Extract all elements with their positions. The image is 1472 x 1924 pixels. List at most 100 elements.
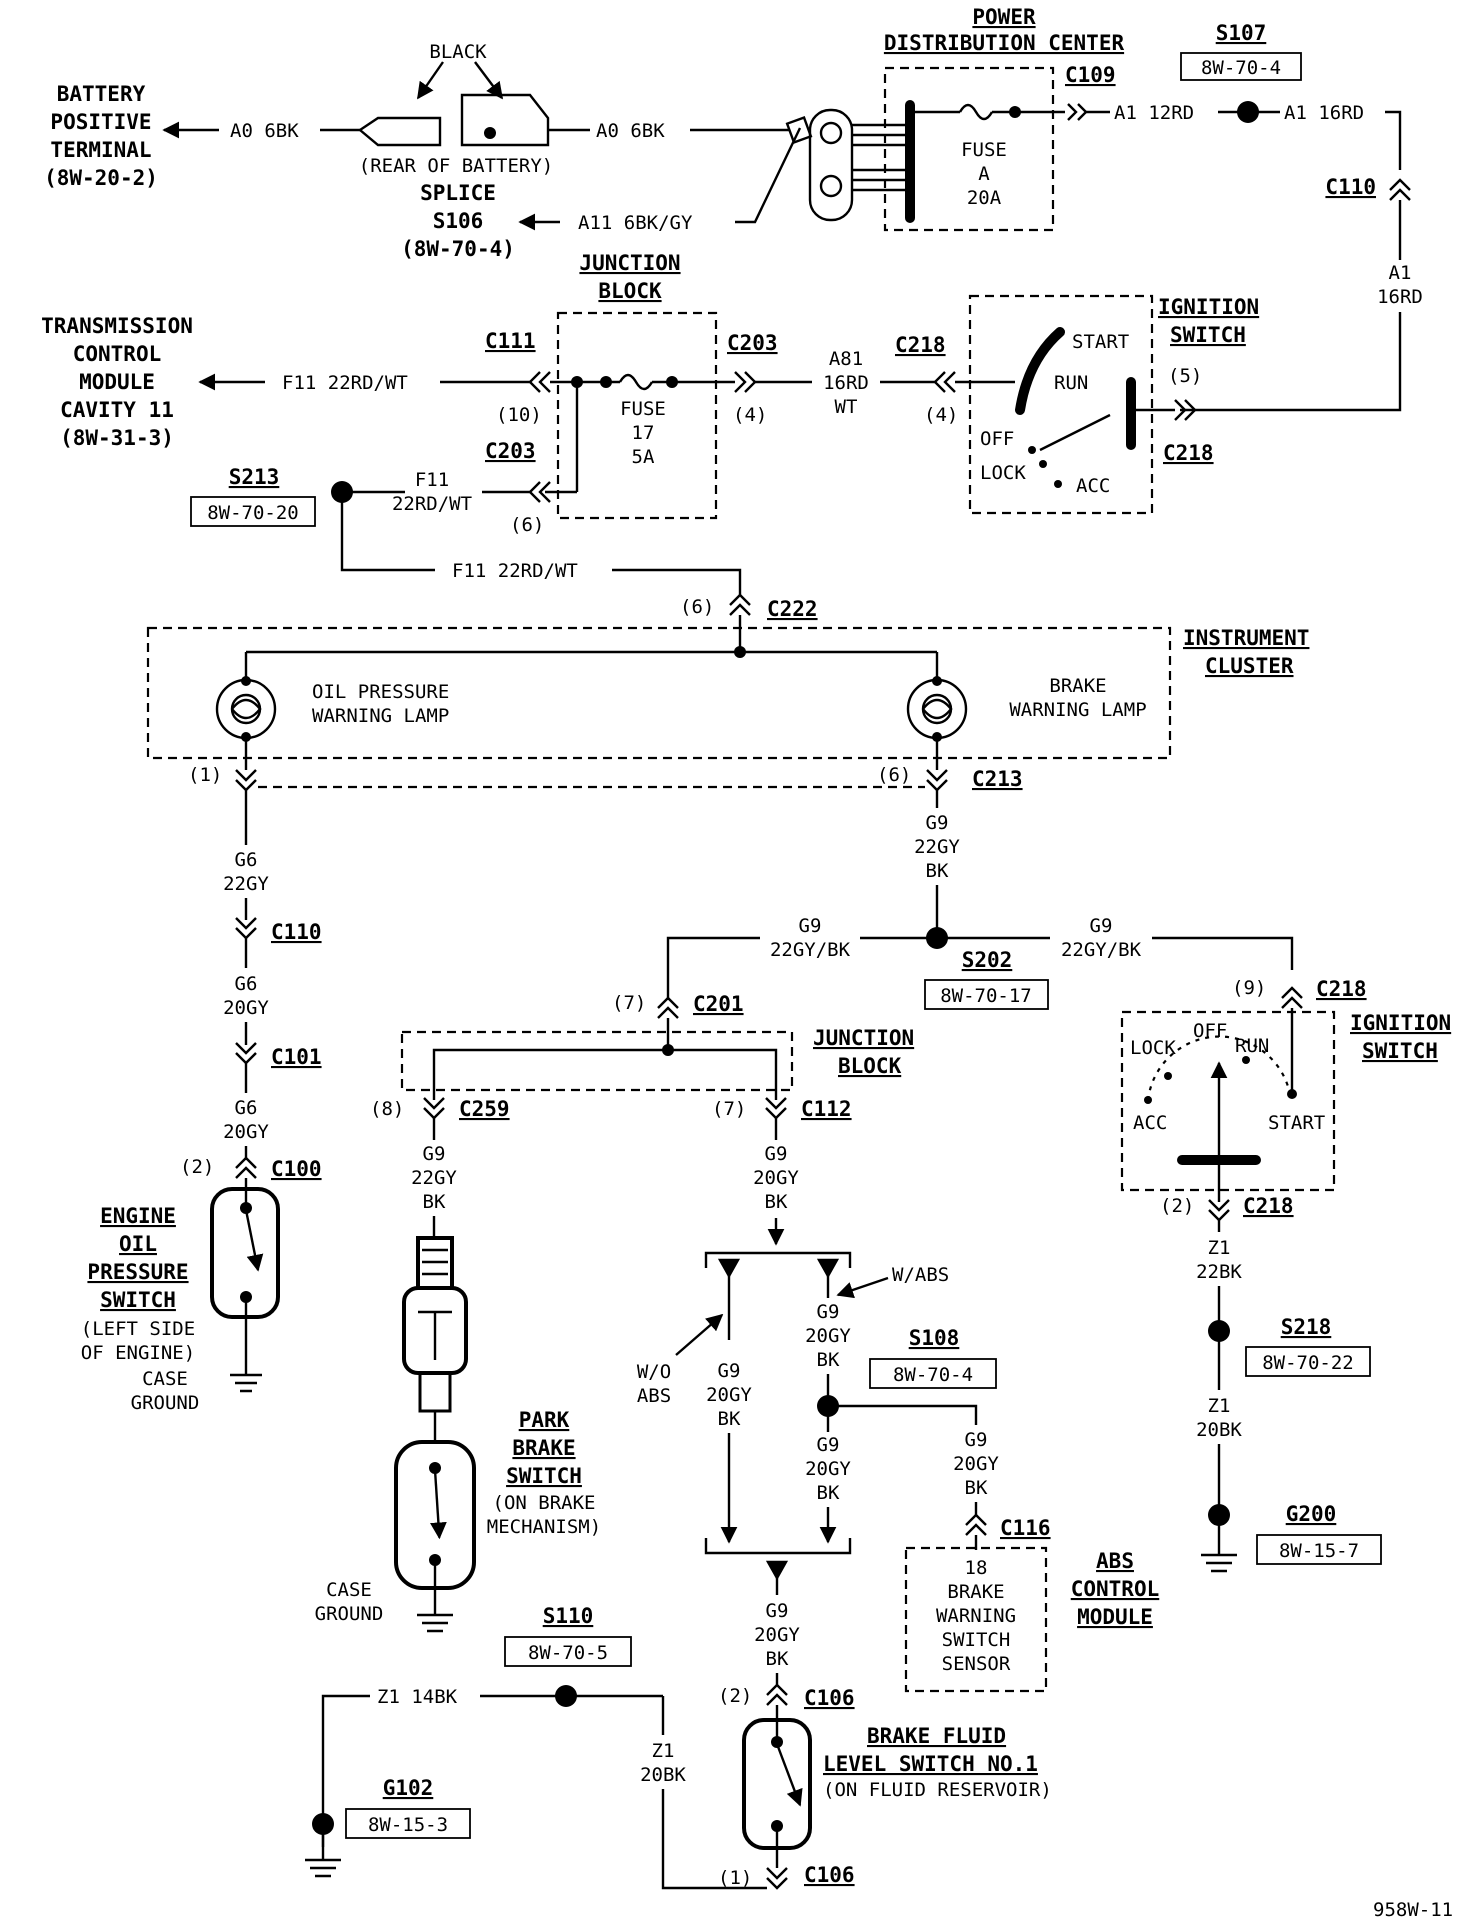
c110-oil-label: C110 <box>271 920 322 944</box>
cluster-label-1: INSTRUMENT <box>1183 626 1309 650</box>
wire-a11: A11 6BK/GY <box>578 212 693 234</box>
park-wire-1: G9 <box>423 1143 446 1165</box>
s108-ref: 8W-70-4 <box>893 1364 973 1386</box>
wo-abs-wire-1: G9 <box>718 1360 741 1382</box>
c203-right-label: C203 <box>727 331 778 355</box>
a81-wire-3: WT <box>835 396 858 418</box>
park-label-4: (ON BRAKE <box>493 1492 596 1514</box>
c100-pin: (2) <box>180 1156 214 1178</box>
wire-a0-left: A0 6BK <box>230 120 299 142</box>
c222-pin: (6) <box>680 596 714 618</box>
s110-wire-3: 20BK <box>640 1764 686 1786</box>
oil-wire-5: G6 <box>235 1097 258 1119</box>
abs-pin-label-4: SWITCH <box>942 1629 1011 1651</box>
battery-label-4: (8W-20-2) <box>44 166 158 190</box>
s110-wire-1: Z1 14BK <box>377 1686 458 1708</box>
black-label: BLACK <box>429 41 487 63</box>
g102-name: G102 <box>383 1776 434 1800</box>
g102-ref: 8W-15-3 <box>368 1814 448 1836</box>
s202-ref: 8W-70-17 <box>940 985 1032 1007</box>
s107-name: S107 <box>1216 21 1267 45</box>
c218-top-label: C218 <box>1316 977 1367 1001</box>
oil-switch-label-4: SWITCH <box>100 1288 176 1312</box>
g9-left-wire-2: 22GY/BK <box>770 939 851 961</box>
c259-pin: (8) <box>370 1098 404 1120</box>
s202-name: S202 <box>962 948 1013 972</box>
tcm-label-2: CONTROL <box>73 342 162 366</box>
power-distribution-center: POWER DISTRIBUTION CENTER FUSE A 20A C10… <box>785 5 1124 232</box>
oil-switch-label-6: OF ENGINE) <box>81 1342 195 1364</box>
abs-opt-wire-1: G9 <box>765 1143 788 1165</box>
c109-label: C109 <box>1065 63 1116 87</box>
wo-abs-wire-2: 20GY <box>706 1384 752 1406</box>
c110-top: C110 A1 16RD <box>1180 175 1423 412</box>
c116-label: C116 <box>1000 1516 1051 1540</box>
tcm-label-3: MODULE <box>79 370 155 394</box>
ign-top-off: OFF <box>980 428 1014 450</box>
pdc-bus-stud <box>808 108 854 222</box>
abs-opt-wire-2: 20GY <box>753 1167 799 1189</box>
ign-bot-label-1: IGNITION <box>1350 1011 1451 1035</box>
abs-pin-label-1: 18 <box>965 1557 988 1579</box>
c111-pin: (10) <box>496 404 542 426</box>
s213-name: S213 <box>229 465 280 489</box>
c101-label: C101 <box>271 1045 322 1069</box>
w-abs-wire-5: 20GY <box>805 1458 851 1480</box>
c201-label: C201 <box>693 992 744 1016</box>
s110-wire-2: Z1 <box>652 1740 675 1762</box>
s108-wire-1: G9 <box>965 1429 988 1451</box>
park-wire-2: 22GY <box>411 1167 457 1189</box>
splice-s218-and-ground: Z1 22BK S218 8W-70-22 Z1 20BK G200 8W-15… <box>1196 1220 1382 1573</box>
park-brake-switch: G9 22GY BK CASE GROUND PARK BRAKE SWITCH… <box>315 1118 601 1633</box>
abs-pin-label-3: WARNING <box>936 1605 1016 1627</box>
c218-left-label: C218 <box>895 333 946 357</box>
pdc-fuse-rating: 20A <box>967 187 1002 209</box>
oil-switch-label-5: (LEFT SIDE <box>81 1318 195 1340</box>
park-wire-3: BK <box>423 1191 446 1213</box>
s108-wire-3: BK <box>965 1477 988 1499</box>
c106-bottom-pin: (1) <box>718 1867 752 1889</box>
jb-fuse-rating: 5A <box>632 446 655 468</box>
s218-name: S218 <box>1281 1315 1332 1339</box>
tcm-label-1: TRANSMISSION <box>41 314 193 338</box>
oil-ground-label-1: CASE <box>142 1368 188 1390</box>
brake-lamp-label-1: BRAKE <box>1049 675 1106 697</box>
ign-top-start: START <box>1072 331 1129 353</box>
c110-wire-1: A1 <box>1389 262 1412 284</box>
splice-s108: S108 8W-70-4 G9 20GY BK <box>817 1326 999 1515</box>
c203-right-pin: (4) <box>733 404 767 426</box>
c112-label: C112 <box>801 1097 852 1121</box>
oil-wire-3: G6 <box>235 973 258 995</box>
pdc-fuse-id: A <box>978 163 990 185</box>
cluster-label-2: CLUSTER <box>1205 654 1294 678</box>
ign-top-label-1: IGNITION <box>1158 295 1259 319</box>
jb-top-label-2: BLOCK <box>598 279 662 303</box>
oil-switch-label-3: PRESSURE <box>87 1260 188 1284</box>
oil-wire-2: 22GY <box>223 873 269 895</box>
ign-bot-start: START <box>1268 1112 1325 1134</box>
junction-block-bottom: (7) C201 JUNCTION BLOCK (8) C259 (7) C11… <box>370 992 914 1121</box>
pdc-label-1: POWER <box>972 5 1036 29</box>
splice-s106: SPLICE S106 (8W-70-4) A11 6BK/GY <box>401 127 802 261</box>
oil-switch-label-2: OIL <box>119 1232 157 1256</box>
fluid-label-2: LEVEL SWITCH NO.1 <box>823 1752 1038 1776</box>
s218-wire-2: 22BK <box>1196 1261 1242 1283</box>
fluid-wire-2: 20GY <box>754 1624 800 1646</box>
wo-abs-label-1: W/O <box>637 1361 671 1383</box>
s213-wire-1: F11 <box>415 469 449 491</box>
w-abs-wire-6: BK <box>817 1482 840 1504</box>
ign-top-label-2: SWITCH <box>1170 323 1246 347</box>
junction-block-top: JUNCTION BLOCK C111 (10) FUSE 17 5A C203… <box>485 251 778 536</box>
battery-terminal-right <box>460 93 550 147</box>
oil-switch-label-1: ENGINE <box>100 1204 176 1228</box>
w-abs-wire-3: BK <box>817 1349 840 1371</box>
wo-abs-wire-3: BK <box>718 1408 741 1430</box>
ign-bot-label-2: SWITCH <box>1362 1039 1438 1063</box>
abs-option-branch: G9 20GY BK W/ABS W/O ABS G9 20GY BK G9 2… <box>637 1118 949 1581</box>
c203-lower-label: C203 <box>485 439 536 463</box>
c112-pin: (7) <box>712 1098 746 1120</box>
jb-bot-label-2: BLOCK <box>838 1054 902 1078</box>
battery-terminal-left <box>357 116 442 147</box>
tcm-label-5: (8W-31-3) <box>60 426 174 450</box>
s110-ref: 8W-70-5 <box>528 1642 608 1664</box>
